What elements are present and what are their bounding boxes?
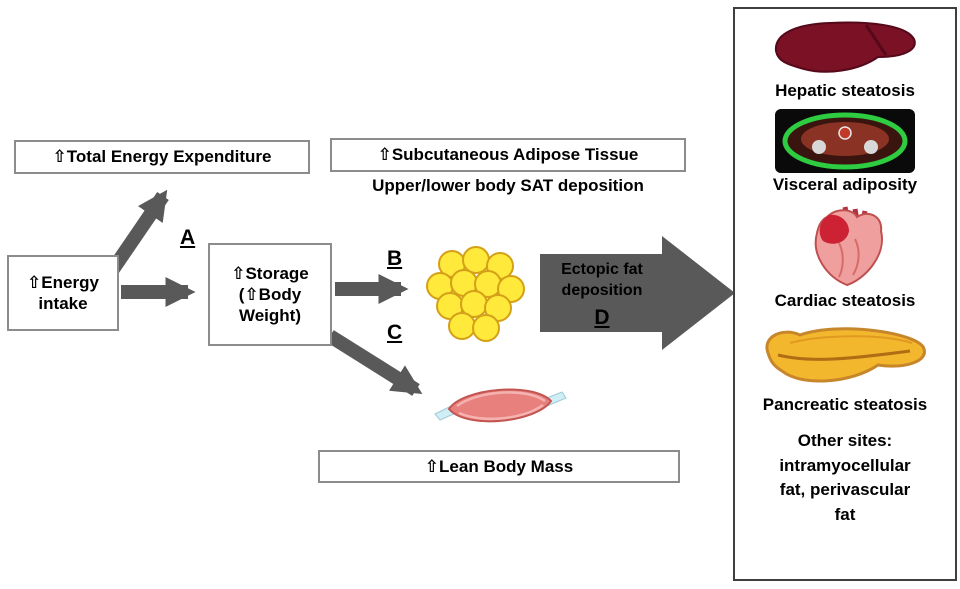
liver-icon	[774, 21, 916, 73]
panel-item-cardiac: Cardiac steatosis	[774, 203, 916, 311]
pathway-label-b: B	[387, 247, 403, 270]
panel-item-pancreatic: Pancreatic steatosis	[760, 319, 930, 415]
node-lean-body-mass: ⇧Lean Body Mass	[318, 450, 680, 483]
panel-item-label: Hepatic steatosis	[775, 81, 915, 100]
pathway-label-a: A	[180, 226, 196, 249]
node-energy-intake: ⇧Energy intake	[7, 255, 119, 331]
other-sites-note: Other sites: intramyocellular fat, periv…	[779, 431, 911, 524]
panel-item-hepatic: Hepatic steatosis	[770, 17, 920, 101]
ectopic-sites-panel: Hepatic steatosis Visceral adiposity Ca	[733, 7, 957, 581]
panel-item-label: Visceral adiposity	[772, 175, 918, 194]
pathway-label-d: D	[594, 306, 610, 329]
pathway-label-c: C	[387, 321, 403, 344]
arrow-d-ectopic	[540, 236, 735, 350]
pancreas-icon	[765, 327, 926, 383]
panel-item-label: Cardiac steatosis	[774, 291, 916, 310]
panel-item-label: Pancreatic steatosis	[762, 395, 928, 414]
node-total-energy-expenditure: ⇧Total Energy Expenditure	[14, 140, 310, 174]
node-subcutaneous-adipose-tissue: ⇧Subcutaneous Adipose Tissue	[330, 138, 686, 172]
fat-cells-icon	[426, 246, 525, 342]
muscle-icon	[434, 388, 567, 423]
panel-item-visceral: Visceral adiposity	[773, 109, 917, 195]
node-storage-body-weight: ⇧Storage (⇧Body Weight)	[208, 243, 332, 346]
heart-icon	[814, 206, 883, 287]
arrow-c-to-muscle	[326, 330, 423, 396]
sat-deposition-note: Upper/lower body SAT deposition	[372, 176, 644, 195]
ct-scan-icon	[774, 109, 915, 173]
ectopic-fat-deposition-label: Ectopic fat deposition	[561, 261, 643, 299]
